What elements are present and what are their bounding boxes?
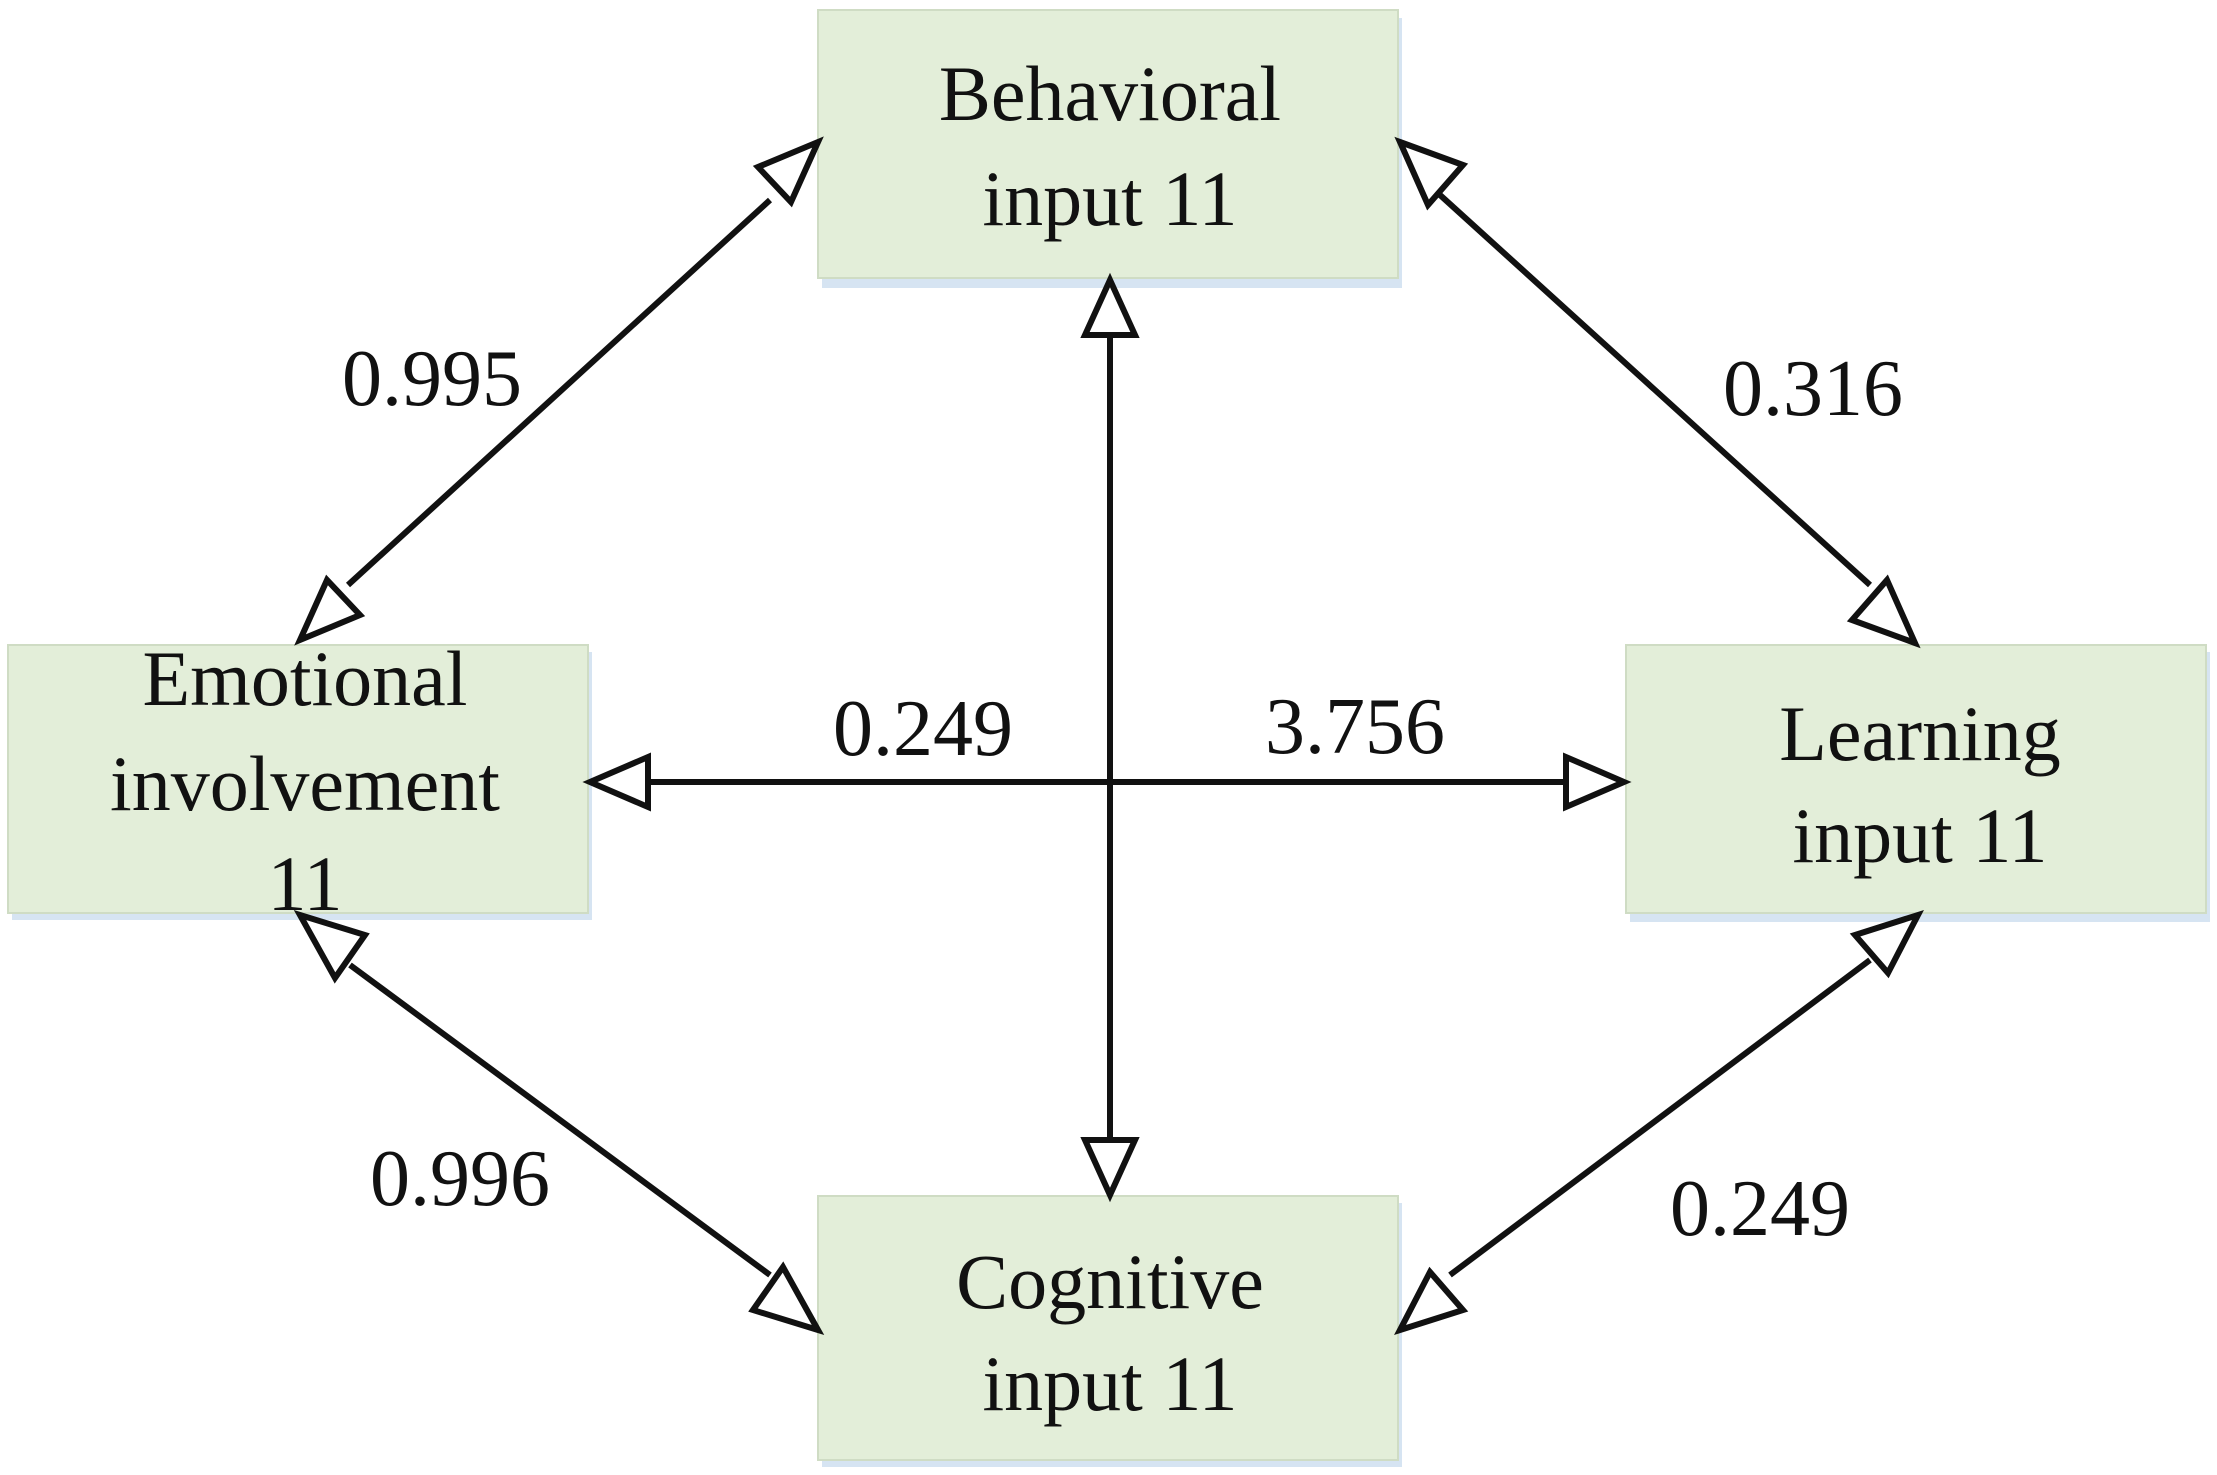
edge-behavioral-emotional <box>294 136 824 646</box>
arrowhead-icon <box>1080 272 1140 338</box>
arrowhead-icon <box>294 574 366 646</box>
node-learning-input: Learning input 11 <box>1625 644 2210 922</box>
label-emotional-learning-right: 3.756 <box>1265 683 1445 771</box>
arrowhead-icon <box>1563 752 1632 812</box>
edge-behavioral-learning <box>1394 136 1921 649</box>
node-cognitive-input: Cognitive input 11 <box>817 1195 1402 1467</box>
arrowhead-icon <box>1394 136 1469 211</box>
arrowhead-icon <box>748 1261 825 1336</box>
edge-behavioral-cognitive <box>1080 272 1140 1203</box>
arrowhead-icon <box>293 909 370 984</box>
arrowhead-icon <box>1849 909 1924 979</box>
learning-line-1: Learning <box>1779 690 2061 777</box>
node-behavioral-input: Behavioral input 11 <box>817 9 1402 288</box>
behavioral-line-2: input 11 <box>983 155 1238 242</box>
arrowhead-icon <box>582 752 651 812</box>
learning-line-2: input 11 <box>1793 792 2048 879</box>
arrowhead-icon <box>752 136 824 208</box>
edge-emotional-cognitive <box>293 909 825 1336</box>
arrowhead-icon <box>1846 574 1921 649</box>
emotional-line-2: involvement <box>110 740 500 827</box>
node-emotional-involvement: Emotional involvement 11 <box>7 635 592 927</box>
label-emotional-learning-left: 0.249 <box>833 685 1013 773</box>
label-behavioral-emotional: 0.995 <box>342 335 522 423</box>
label-learning-cognitive: 0.249 <box>1670 1165 1850 1253</box>
edge-learning-cognitive <box>1394 909 1924 1336</box>
cognitive-line-1: Cognitive <box>956 1238 1264 1325</box>
emotional-line-3: 11 <box>267 840 342 927</box>
label-emotional-cognitive: 0.996 <box>370 1135 550 1223</box>
label-behavioral-learning: 0.316 <box>1723 345 1903 433</box>
emotional-line-1: Emotional <box>143 635 468 722</box>
arrowhead-icon <box>1080 1137 1140 1203</box>
arrowhead-icon <box>1394 1266 1469 1336</box>
cognitive-line-2: input 11 <box>983 1340 1238 1427</box>
behavioral-line-1: Behavioral <box>939 50 1281 137</box>
